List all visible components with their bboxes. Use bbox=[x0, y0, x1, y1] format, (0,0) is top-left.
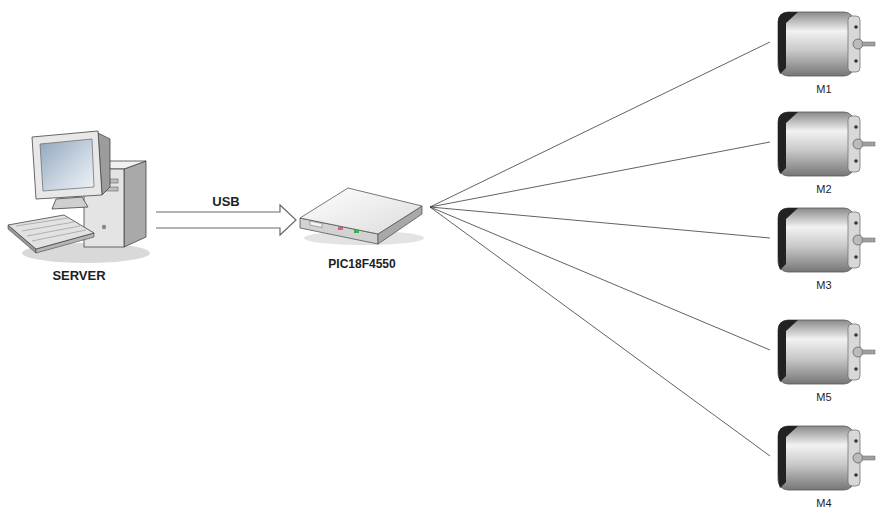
motor-icon bbox=[778, 112, 875, 176]
computer-icon bbox=[8, 131, 150, 263]
node-label: SERVER bbox=[52, 269, 105, 284]
motor-icon bbox=[772, 108, 876, 180]
motor-icon bbox=[772, 316, 876, 388]
node-label: M3 bbox=[816, 279, 831, 292]
motor-wire bbox=[430, 42, 770, 207]
motor-wire bbox=[430, 207, 770, 238]
computer-icon bbox=[6, 125, 152, 265]
controller-icon bbox=[298, 180, 426, 246]
motor-icon bbox=[778, 426, 875, 490]
edge-label: USB bbox=[210, 195, 241, 210]
controller-box: PIC18F4550 bbox=[298, 180, 426, 272]
dc-motor: M3 bbox=[772, 204, 876, 292]
motor-icon bbox=[778, 208, 875, 272]
node-label: PIC18F4550 bbox=[328, 258, 395, 272]
motor-wire bbox=[430, 142, 770, 207]
dc-motor: M4 bbox=[772, 422, 876, 510]
node-label: M2 bbox=[816, 183, 831, 196]
dc-motor: M1 bbox=[772, 8, 876, 96]
dc-motor: M2 bbox=[772, 108, 876, 196]
dc-motor: M5 bbox=[772, 316, 876, 404]
motor-icon bbox=[778, 12, 875, 76]
motor-wire bbox=[430, 207, 770, 350]
controller-icon bbox=[300, 188, 424, 245]
motor-wire bbox=[430, 207, 770, 456]
motor-icon bbox=[772, 422, 876, 494]
motor-icon bbox=[772, 204, 876, 276]
node-label: M5 bbox=[816, 391, 831, 404]
motor-icon bbox=[772, 8, 876, 80]
server-computer: SERVER bbox=[6, 125, 152, 284]
node-label: M1 bbox=[816, 83, 831, 96]
motor-icon bbox=[778, 320, 875, 384]
node-label: M4 bbox=[816, 497, 831, 510]
